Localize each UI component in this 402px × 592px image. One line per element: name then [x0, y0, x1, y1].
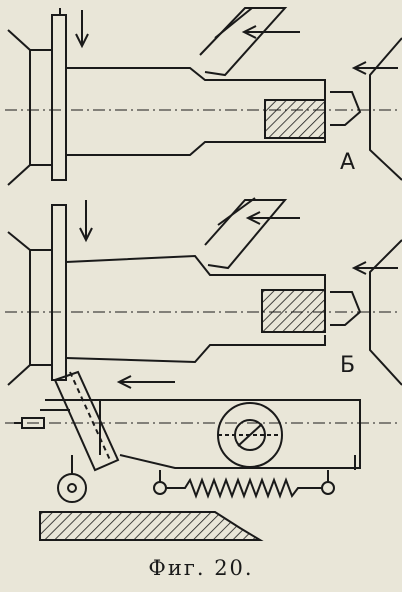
mechanism: [14, 370, 361, 541]
roller: [57, 473, 87, 503]
faceplate-a: [7, 29, 31, 186]
section-b: [261, 289, 326, 333]
base: [39, 511, 264, 541]
disk-a: [51, 14, 67, 181]
cutter-a: [199, 7, 288, 77]
work-body-b: [65, 254, 326, 296]
label-b: Б: [340, 353, 356, 378]
work-body-a: [66, 67, 326, 100]
tailstock-b: [369, 239, 402, 386]
flange-b: [29, 249, 53, 366]
label-a: А: [340, 150, 356, 175]
tailstock-a: [369, 37, 402, 181]
cutter-b: [204, 199, 288, 270]
section-a: [264, 99, 326, 139]
disk-b: [51, 204, 67, 381]
figure-caption: Фиг. 20.: [148, 556, 254, 580]
faceplate-b: [7, 231, 31, 386]
spring: [166, 477, 322, 499]
lever-arm: [45, 399, 361, 469]
view-a: [7, 7, 402, 186]
view-b: [7, 197, 402, 386]
tool-b: [330, 291, 362, 326]
flange-a: [29, 49, 53, 166]
tool-a: [330, 91, 362, 126]
